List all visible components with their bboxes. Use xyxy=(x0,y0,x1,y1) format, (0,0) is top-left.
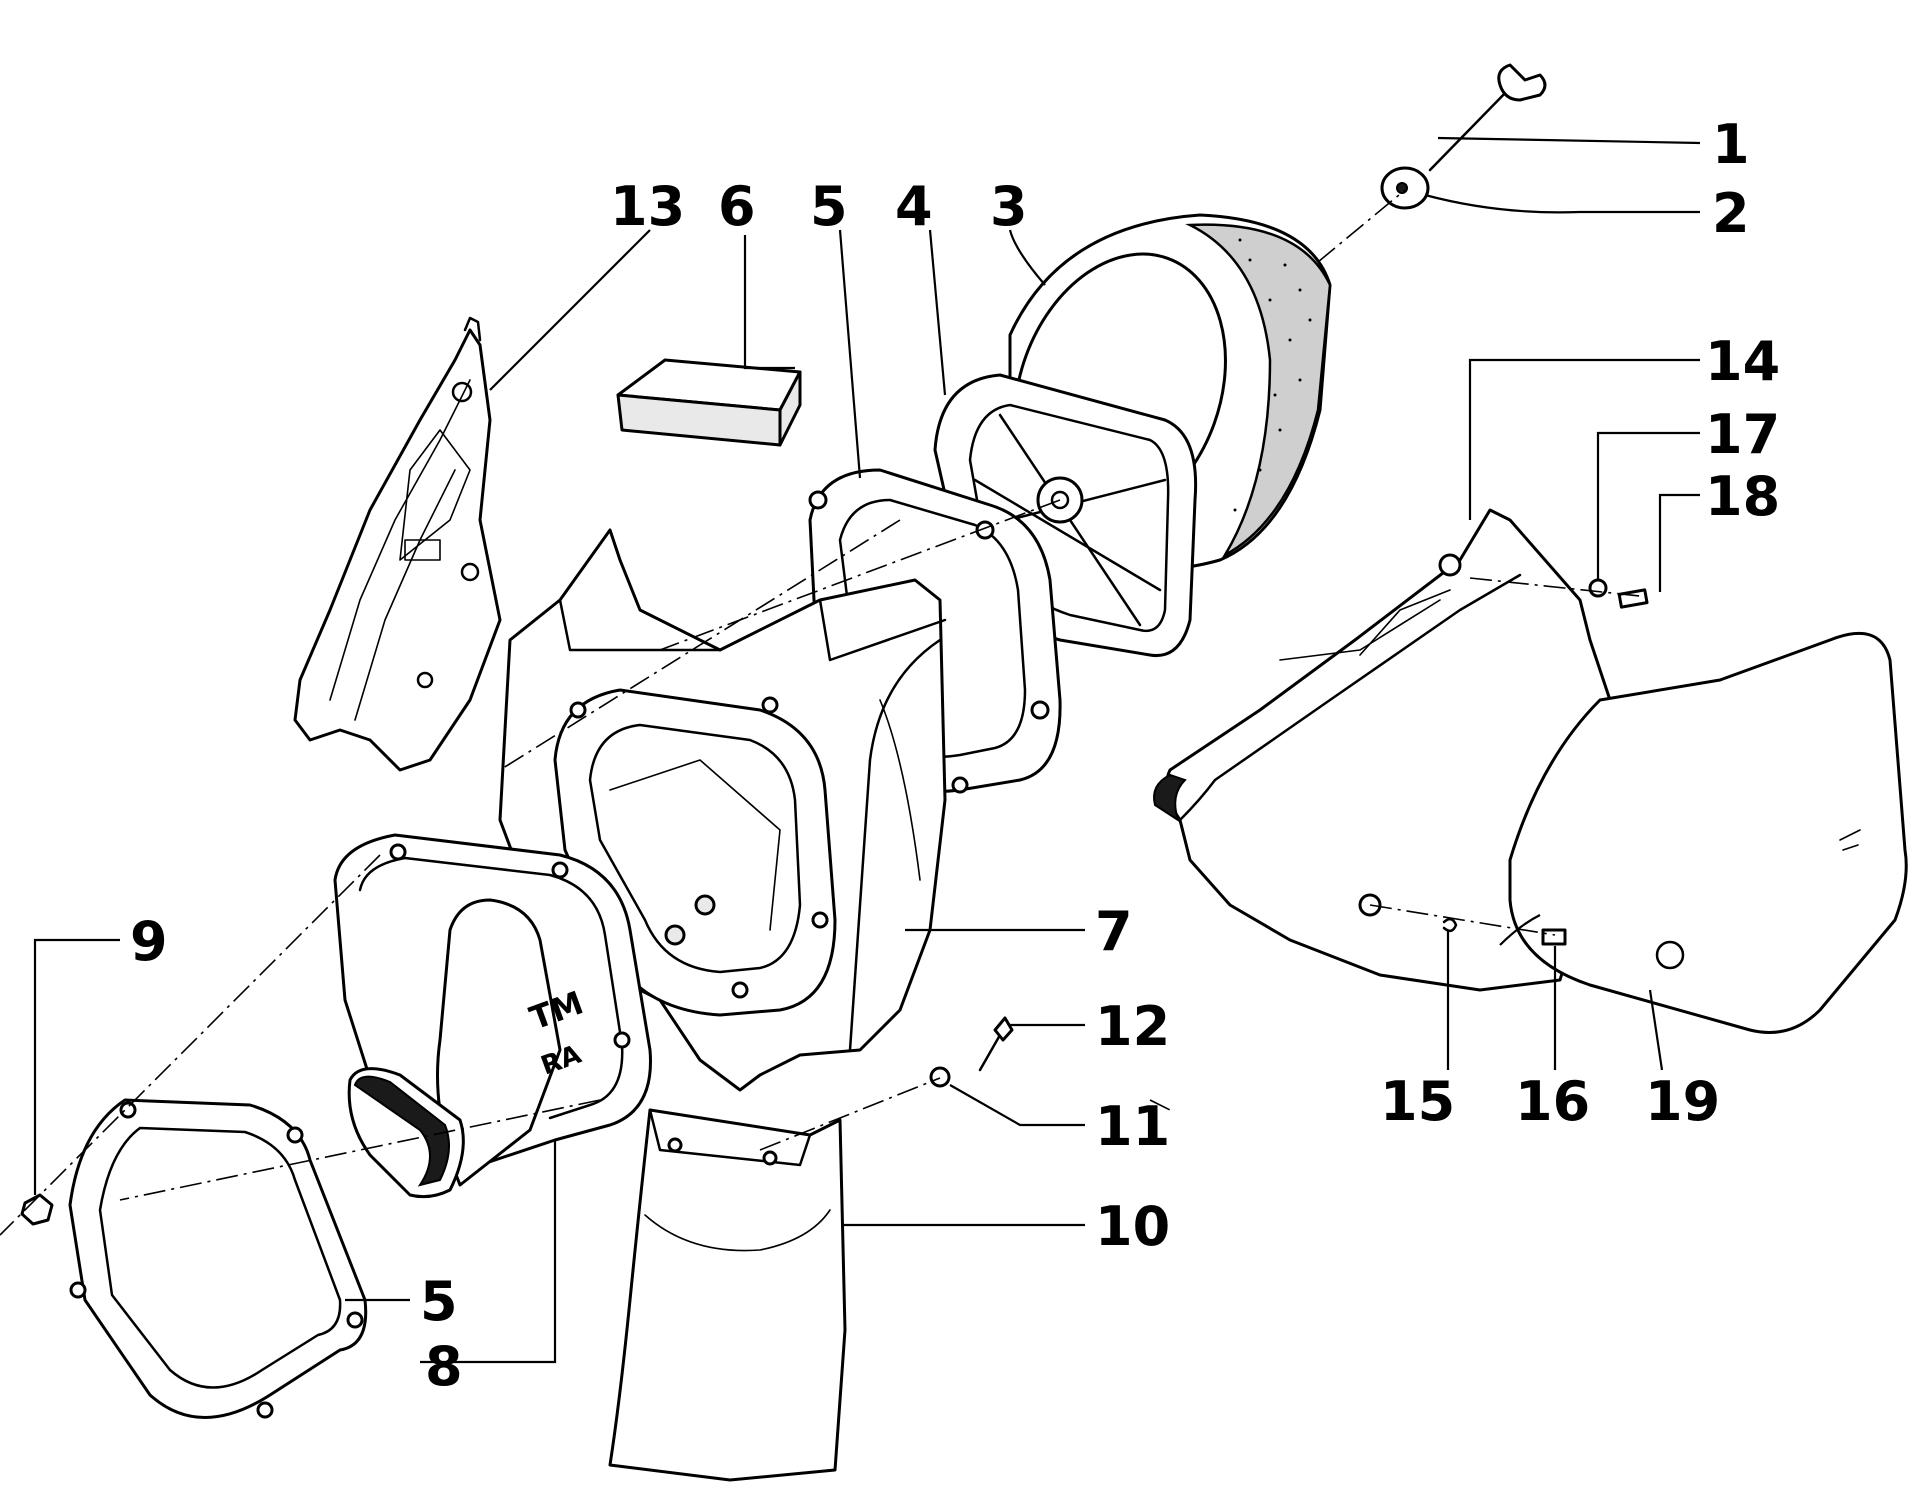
callout-4: 4 xyxy=(895,175,933,238)
callout-19: 19 xyxy=(1645,1070,1720,1133)
part-8-intake-boot: TM RA xyxy=(333,833,652,1199)
callout-14: 14 xyxy=(1705,330,1780,393)
callout-9: 9 xyxy=(130,910,168,973)
callout-13: 13 xyxy=(610,175,685,238)
callout-2: 2 xyxy=(1712,182,1750,245)
callout-18: 18 xyxy=(1705,465,1780,528)
part-2-washer xyxy=(1380,166,1430,210)
part-6-foam-pad xyxy=(616,358,802,447)
callout-labels: 1 2 3 4 5 6 13 14 17 18 7 9 12 11 10 5 8… xyxy=(130,113,1780,1398)
callout-5-upper: 5 xyxy=(810,175,848,238)
callout-5-lower: 5 xyxy=(420,1270,458,1333)
callout-6: 6 xyxy=(718,175,756,238)
part-9-nut xyxy=(20,1193,54,1226)
part-16-screw xyxy=(1541,928,1567,946)
part-10-lower-duct xyxy=(608,1108,847,1482)
callout-17: 17 xyxy=(1705,403,1780,466)
part-11-washer xyxy=(929,1066,951,1088)
part-5-lower-gasket xyxy=(68,1098,368,1419)
leader-lines xyxy=(33,136,1701,1364)
part-18-screw xyxy=(1617,588,1649,609)
part-17-nut xyxy=(1588,578,1608,598)
callout-16: 16 xyxy=(1515,1070,1590,1133)
centre-lines xyxy=(0,189,1641,1236)
callout-12: 12 xyxy=(1095,995,1170,1058)
hardware xyxy=(20,63,1649,1226)
part-1-wing-bolt xyxy=(1428,63,1547,172)
callout-3: 3 xyxy=(990,175,1028,238)
callout-7: 7 xyxy=(1095,900,1133,963)
callout-11: 11 xyxy=(1095,1095,1170,1158)
part-12-bolt xyxy=(978,1016,1014,1072)
part-19-side-cover xyxy=(1508,631,1908,1034)
callout-8: 8 xyxy=(425,1335,463,1398)
part-13-bracket xyxy=(293,316,502,772)
callout-10: 10 xyxy=(1095,1195,1170,1258)
callout-1: 1 xyxy=(1712,113,1750,176)
callout-15: 15 xyxy=(1380,1070,1455,1133)
